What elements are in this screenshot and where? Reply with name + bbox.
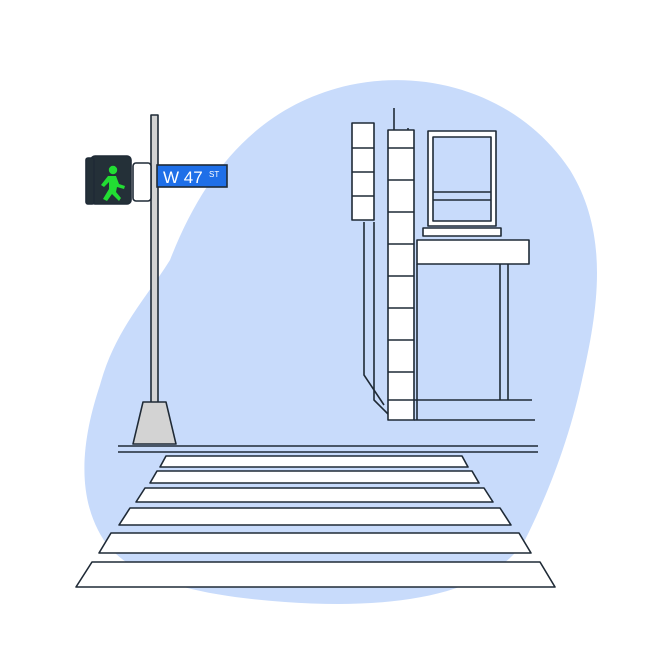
building-window xyxy=(422,130,502,237)
crosswalk-stripe xyxy=(118,507,512,526)
pole-base xyxy=(132,401,177,445)
street-sign: W 47 ST xyxy=(156,164,228,188)
street-sign-name: W 47 xyxy=(163,168,203,187)
crosswalk-stripe xyxy=(135,487,494,503)
street-sign-suffix: ST xyxy=(209,170,219,179)
crosswalk-stripe xyxy=(159,455,469,468)
crosswalk-stripe xyxy=(149,470,480,484)
building-brick-column xyxy=(387,108,415,421)
crosswalk xyxy=(75,455,556,588)
building-storefront xyxy=(414,239,535,421)
signal-pole xyxy=(132,114,177,445)
crosswalk-stripe xyxy=(75,561,556,588)
crosswalk-stripe xyxy=(98,532,532,554)
walking-person-icon xyxy=(101,165,125,201)
curb xyxy=(118,445,538,453)
building xyxy=(351,108,535,421)
